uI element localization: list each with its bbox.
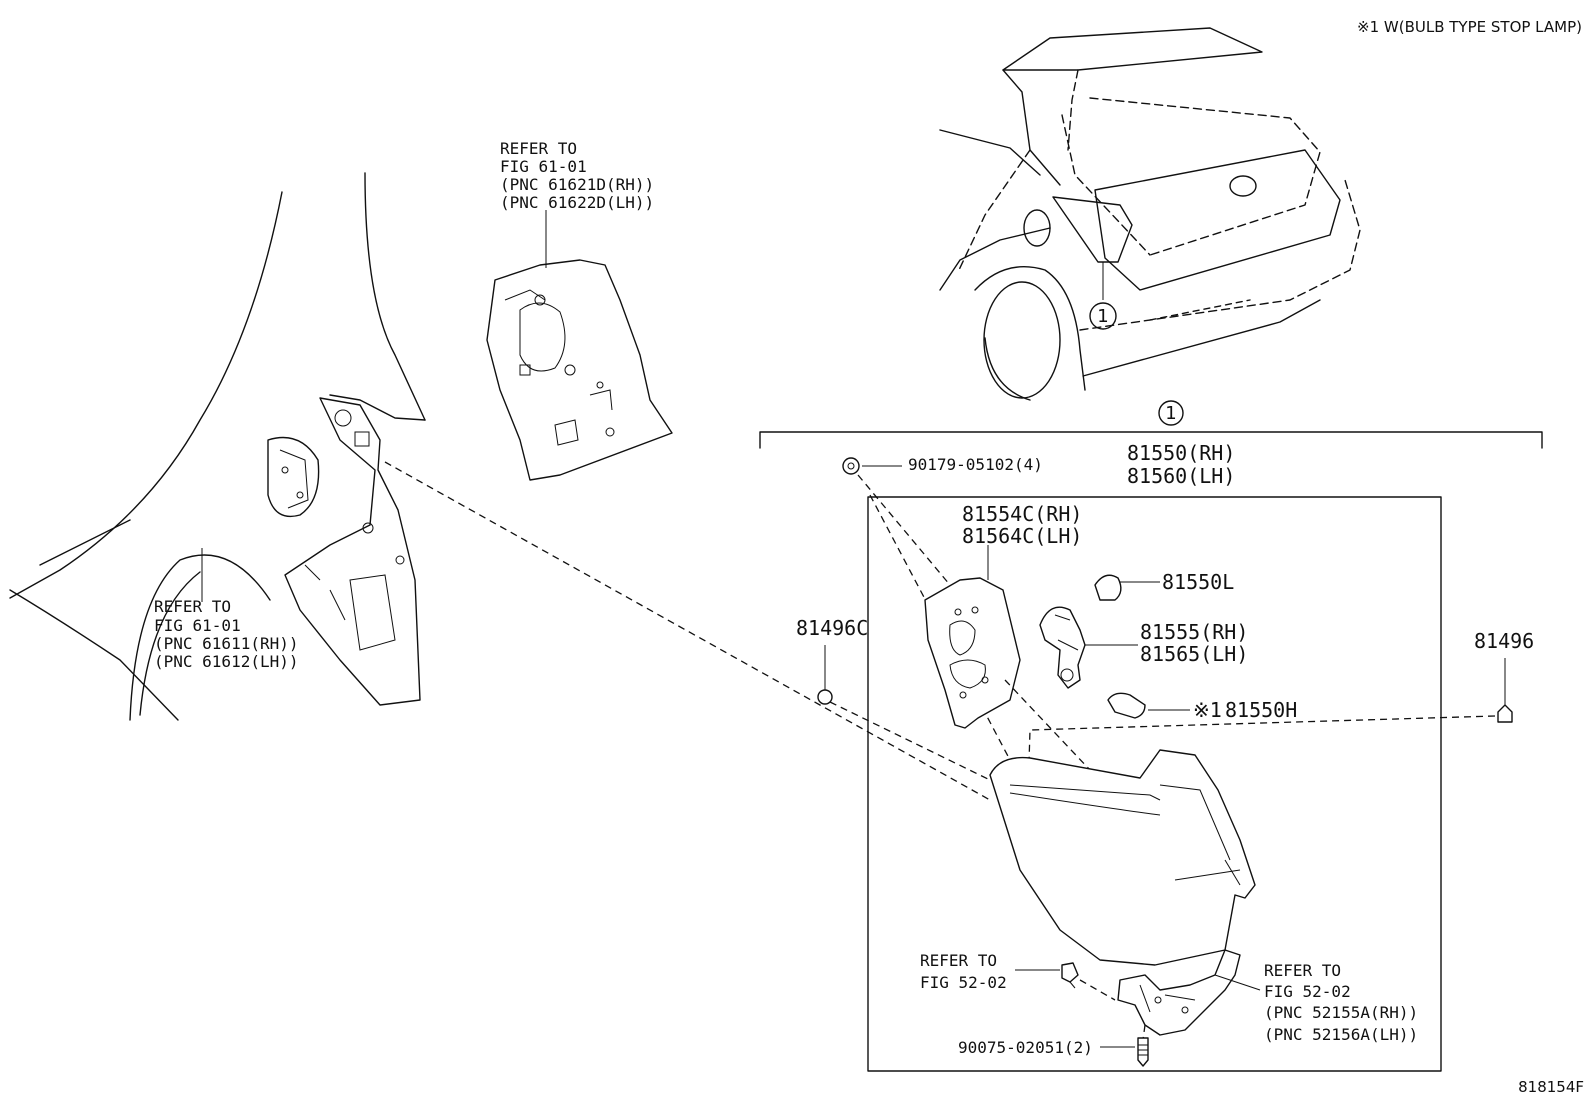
refer-panel-line4: (PNC 61622D(LH)) [500,193,654,212]
refer-bolt-line2: FIG 52-02 [920,973,1007,992]
refer-bolt-line1: REFER TO [920,951,997,970]
bulb-upper-label: 81550L [1162,570,1234,594]
refer-bracket-line4: (PNC 52156A(LH)) [1264,1025,1418,1044]
inner-panel-illustration [486,210,673,481]
refer-bracket-line3: (PNC 52155A(RH)) [1264,1003,1418,1022]
clip-left-illustration [817,645,991,781]
tail-lamp-lens-illustration [989,749,1256,966]
refer-bracket-line1: REFER TO [1264,961,1341,980]
housing-bracket-illustration [924,545,1091,771]
assembly-rh-label: 81550(RH) [1127,441,1235,465]
refer-quarter-line3: (PNC 61611(RH)) [154,634,299,653]
refer-quarter-line4: (PNC 61612(LH)) [154,652,299,671]
bulb-lower-mark: ※1 [1193,698,1222,722]
bolt-illustration [1015,962,1116,1001]
bulb-lower-label: 81550H [1225,698,1297,722]
callout-car-1: 1 [1097,306,1108,327]
leader-dashed-panel-to-lamp [384,461,991,801]
refer-quarter-line1: REFER TO [154,597,231,616]
refer-panel-line1: REFER TO [500,139,577,158]
clip-left-label: 81496C [796,616,868,640]
housing-lh-label: 81564C(LH) [962,524,1082,548]
bulb-lower-illustration [1107,692,1190,719]
car-rear-illustration: 1 [939,27,1361,401]
socket-rh-label: 81555(RH) [1140,620,1248,644]
callout-assembly-1: 1 [1165,403,1176,424]
screw-top-label: 90179-05102(4) [908,455,1043,474]
assembly-lh-label: 81560(LH) [1127,464,1235,488]
clip-right-label: 81496 [1474,629,1534,653]
screw-bottom-label: 90075-02051(2) [958,1038,1093,1057]
socket-illustration [1039,606,1138,689]
sub-assembly-box [867,496,1442,1072]
refer-bracket-line2: FIG 52-02 [1264,982,1351,1001]
refer-quarter-line2: FIG 61-01 [154,616,241,635]
refer-panel-line3: (PNC 61621D(RH)) [500,175,654,194]
screw-bottom-illustration [1100,1037,1149,1067]
diagram-id: 818154F [1518,1078,1584,1096]
assembly-bracket: 1 [759,400,1543,449]
bulb-type-note: ※1 W(BULB TYPE STOP LAMP) [1357,18,1582,36]
housing-rh-label: 81554C(RH) [962,502,1082,526]
bulb-upper-illustration [1094,574,1160,601]
quarter-panel-illustration [9,172,426,721]
refer-panel-line2: FIG 61-01 [500,157,587,176]
socket-lh-label: 81565(LH) [1140,642,1248,666]
lower-bracket-illustration [1117,949,1261,1041]
